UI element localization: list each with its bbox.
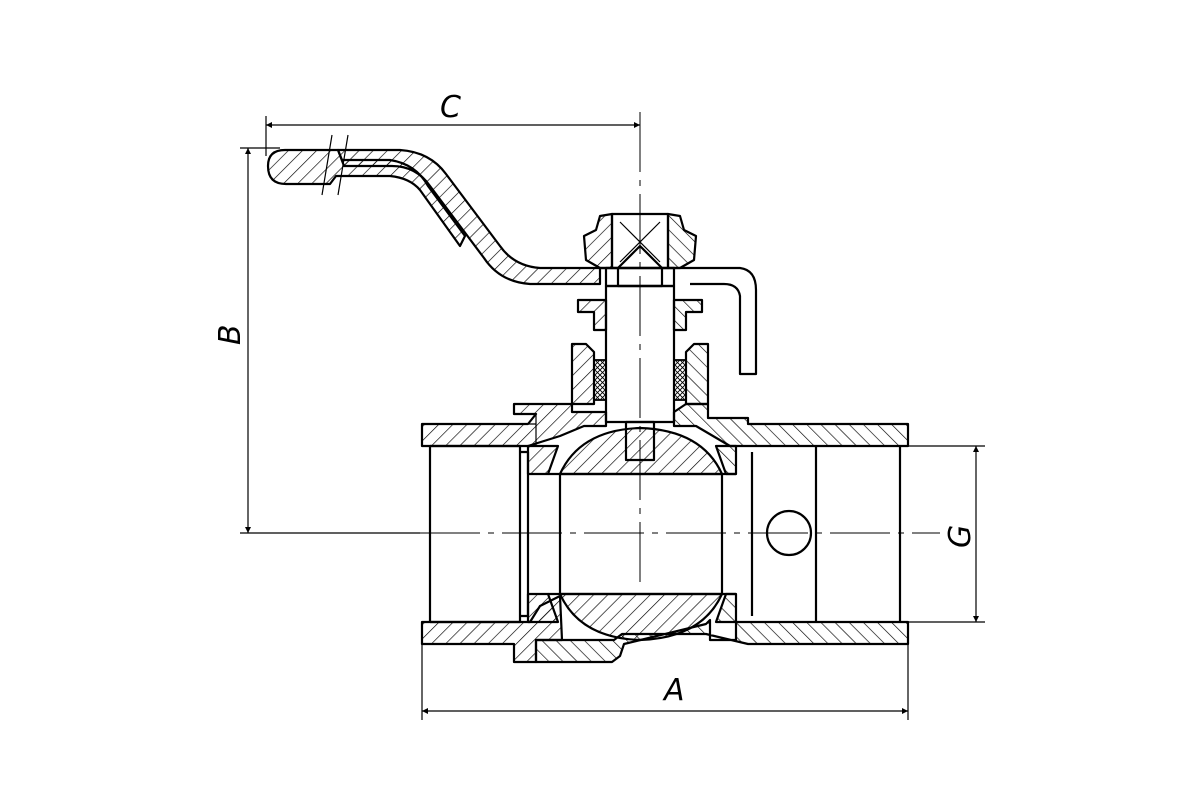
dimension-b-label: B <box>213 324 248 345</box>
dimension-a: A <box>421 640 909 720</box>
center-lines <box>240 112 940 590</box>
gland-packing <box>570 298 710 406</box>
side-port-icon <box>765 509 813 557</box>
dimension-g: G <box>908 445 985 623</box>
valve-body <box>420 402 910 664</box>
stem-nut <box>582 212 698 270</box>
lever-handle <box>266 134 758 376</box>
dimension-b: B <box>213 147 280 533</box>
dimension-c: C <box>265 90 640 156</box>
dimension-c-label: C <box>440 90 461 125</box>
dimension-a-label: A <box>662 673 685 708</box>
dimension-g-label: G <box>943 525 978 548</box>
